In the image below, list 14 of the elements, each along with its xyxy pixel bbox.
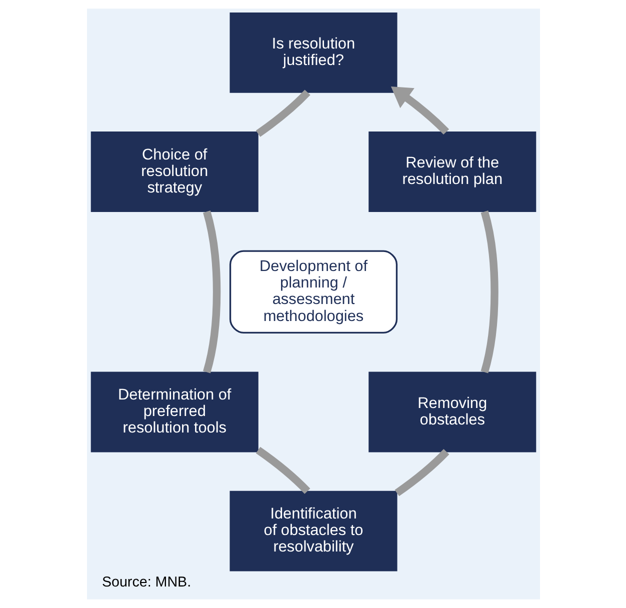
node-box: Review of the resolution plan (368, 132, 536, 212)
connector (480, 210, 498, 374)
node-box: Removing obstacles (368, 372, 536, 452)
node-box: Determination of preferred resolution tools (90, 372, 258, 452)
arrow (390, 86, 449, 135)
connector (255, 446, 310, 494)
caption: Source: MNB. (101, 574, 191, 591)
connector (255, 90, 310, 137)
connector (394, 449, 449, 496)
connector (202, 210, 220, 374)
node-box: Is resolution justified? (229, 12, 397, 93)
node-box: Identification of obstacles to resolvability (229, 490, 397, 572)
node-box: Development of planning / assessment methodologies (228, 250, 398, 334)
node-box: Choice of resolution strategy (90, 132, 258, 212)
